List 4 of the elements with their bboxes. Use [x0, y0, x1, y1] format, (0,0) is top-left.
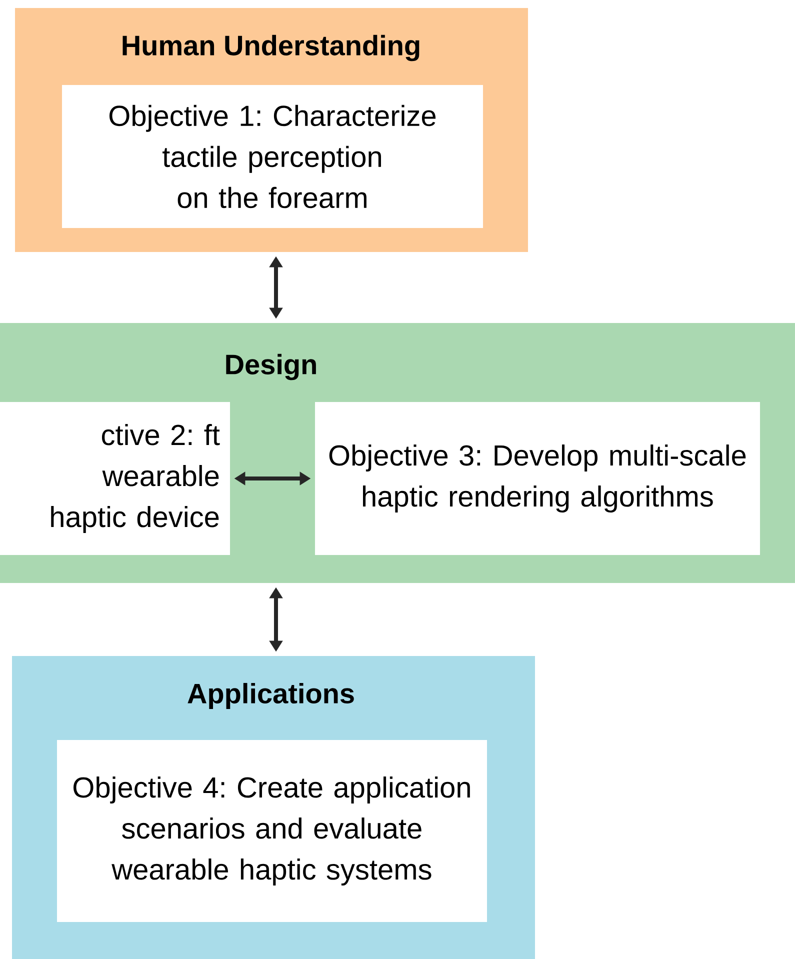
objective-box: Objective 1: Characterize tactile perception on the forearm — [62, 85, 483, 228]
objective-box: Objective 4: Create application scenarios and evaluate wearable haptic systems — [57, 740, 487, 922]
objective-box: Objective 3: Develop multi-scale haptic rendering algorithms — [315, 402, 760, 555]
objective-box: ctive 2: ft wearable haptic device — [0, 402, 230, 555]
